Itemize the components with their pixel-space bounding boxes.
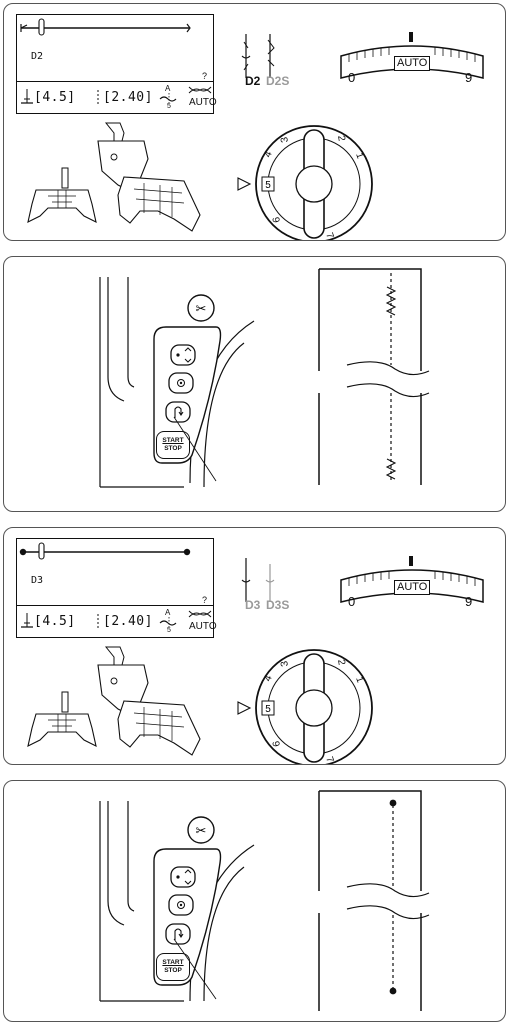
tension-value: 5 bbox=[167, 103, 171, 110]
stop-label: STOP bbox=[164, 445, 182, 452]
pointer-line bbox=[173, 416, 217, 482]
svg-text:6: 6 bbox=[271, 216, 283, 224]
needle-up-down-button[interactable] bbox=[169, 343, 197, 367]
button-panel bbox=[153, 326, 222, 464]
thread-cutter-button[interactable]: ✂ bbox=[186, 815, 216, 845]
svg-text:1: 1 bbox=[353, 151, 365, 160]
lcd-status-bar: [4.5] [2.40] A 5 AUTO bbox=[17, 81, 217, 114]
svg-text:5: 5 bbox=[265, 180, 271, 191]
lcd-screen: D2 ? [4.5] [2.40] A 5 AUTO bbox=[16, 14, 217, 114]
thread-cutter-button[interactable]: ✂ bbox=[186, 293, 216, 323]
stitch-d3-icon bbox=[241, 558, 275, 602]
stitch-width: [4.5] bbox=[34, 614, 76, 629]
stitch-label-d2: D2 bbox=[245, 74, 261, 88]
stitch-label-d3: D3 bbox=[245, 598, 261, 612]
svg-text:5: 5 bbox=[265, 704, 271, 715]
panel-d3-sewing: ✂ START STOP bbox=[3, 780, 506, 1022]
svg-text:6: 6 bbox=[271, 740, 283, 748]
svg-text:7: 7 bbox=[323, 755, 335, 764]
stitch-width: [4.5] bbox=[34, 90, 76, 105]
tension-max: 9 bbox=[465, 594, 473, 609]
svg-text:3: 3 bbox=[279, 660, 291, 668]
svg-text:1: 1 bbox=[353, 675, 365, 684]
svg-text:✂: ✂ bbox=[196, 824, 207, 839]
foot-width-icon bbox=[21, 89, 33, 104]
tension-min: 0 bbox=[348, 70, 356, 85]
fabric-d3-sample bbox=[318, 790, 430, 1011]
reverse-button[interactable] bbox=[164, 922, 192, 946]
help-mark: ? bbox=[201, 71, 207, 81]
start-stop-button[interactable]: START STOP bbox=[156, 431, 190, 459]
start-stop-button[interactable]: START STOP bbox=[156, 953, 190, 981]
pointer-line bbox=[173, 938, 217, 1000]
stitch-label-d3s: D3S bbox=[266, 598, 290, 612]
svg-text:✂: ✂ bbox=[196, 302, 207, 317]
button-panel bbox=[153, 848, 222, 986]
panel-d3-settings: D3 ? [4.5] [2.40] A 5 AUTO bbox=[3, 527, 506, 765]
thread-tension-icon bbox=[159, 93, 177, 105]
lcd-screen: D3 ? [4.5] [2.40] A 5 AUTO bbox=[16, 538, 217, 638]
tension-value: 5 bbox=[167, 627, 171, 634]
fabric-d2-sample bbox=[318, 268, 430, 485]
tension-max: 9 bbox=[465, 70, 473, 85]
stitch-code: D2 bbox=[31, 51, 44, 62]
stitch-d2-icon bbox=[241, 34, 275, 78]
lock-stitch-button[interactable] bbox=[167, 893, 195, 917]
reverse-button[interactable] bbox=[164, 400, 192, 424]
tension-auto-label: AUTO bbox=[394, 580, 431, 595]
presser-pressure-dial: 5 3 2 1 4 6 7 bbox=[237, 125, 373, 240]
stitch-preview-icon bbox=[20, 18, 191, 36]
stitch-code: D3 bbox=[31, 575, 44, 586]
svg-text:3: 3 bbox=[279, 136, 291, 144]
thread-tension-icon bbox=[159, 617, 177, 629]
lock-stitch-button[interactable] bbox=[167, 371, 195, 395]
needle-up-down-button[interactable] bbox=[169, 865, 197, 889]
auto-label: AUTO bbox=[189, 621, 217, 632]
help-mark: ? bbox=[201, 595, 207, 605]
crossed-thread-icon bbox=[188, 610, 212, 618]
panel-d2-settings: D2 ? [4.5] [2.40] A 5 AUTO bbox=[3, 3, 506, 241]
tension-min: 0 bbox=[348, 594, 356, 609]
presser-foot-even-feed-icon bbox=[97, 122, 201, 232]
tension-auto-mark: A bbox=[165, 84, 171, 93]
presser-foot-even-feed-icon bbox=[97, 646, 201, 756]
tension-auto-label: AUTO bbox=[394, 56, 431, 71]
stitch-length: [2.40] bbox=[103, 90, 153, 105]
presser-pressure-dial: 5 3 2 1 4 6 7 bbox=[237, 649, 373, 764]
auto-label: AUTO bbox=[189, 97, 217, 108]
svg-text:4: 4 bbox=[262, 674, 274, 683]
svg-text:7: 7 bbox=[323, 231, 335, 240]
machine-outline bbox=[99, 801, 255, 1002]
stitch-label-d2s: D2S bbox=[266, 74, 290, 88]
start-label: START bbox=[162, 437, 184, 444]
crossed-thread-icon bbox=[188, 86, 212, 94]
panel-d2-sewing: ✂ START STOP bbox=[3, 256, 506, 512]
stitch-length-icon bbox=[97, 614, 99, 630]
start-label: START bbox=[162, 959, 184, 966]
stitch-length: [2.40] bbox=[103, 614, 153, 629]
stop-label: STOP bbox=[164, 967, 182, 974]
stitch-preview-icon bbox=[19, 542, 191, 560]
tension-auto-mark: A bbox=[165, 608, 171, 617]
foot-width-icon bbox=[21, 613, 33, 628]
presser-foot-zigzag-icon bbox=[27, 691, 97, 748]
svg-text:4: 4 bbox=[262, 150, 274, 159]
lcd-status-bar: [4.5] [2.40] A 5 AUTO bbox=[17, 605, 217, 638]
presser-foot-zigzag-icon bbox=[27, 167, 97, 224]
svg-text:2: 2 bbox=[335, 659, 347, 667]
stitch-length-icon bbox=[97, 90, 99, 106]
svg-text:2: 2 bbox=[335, 135, 347, 143]
